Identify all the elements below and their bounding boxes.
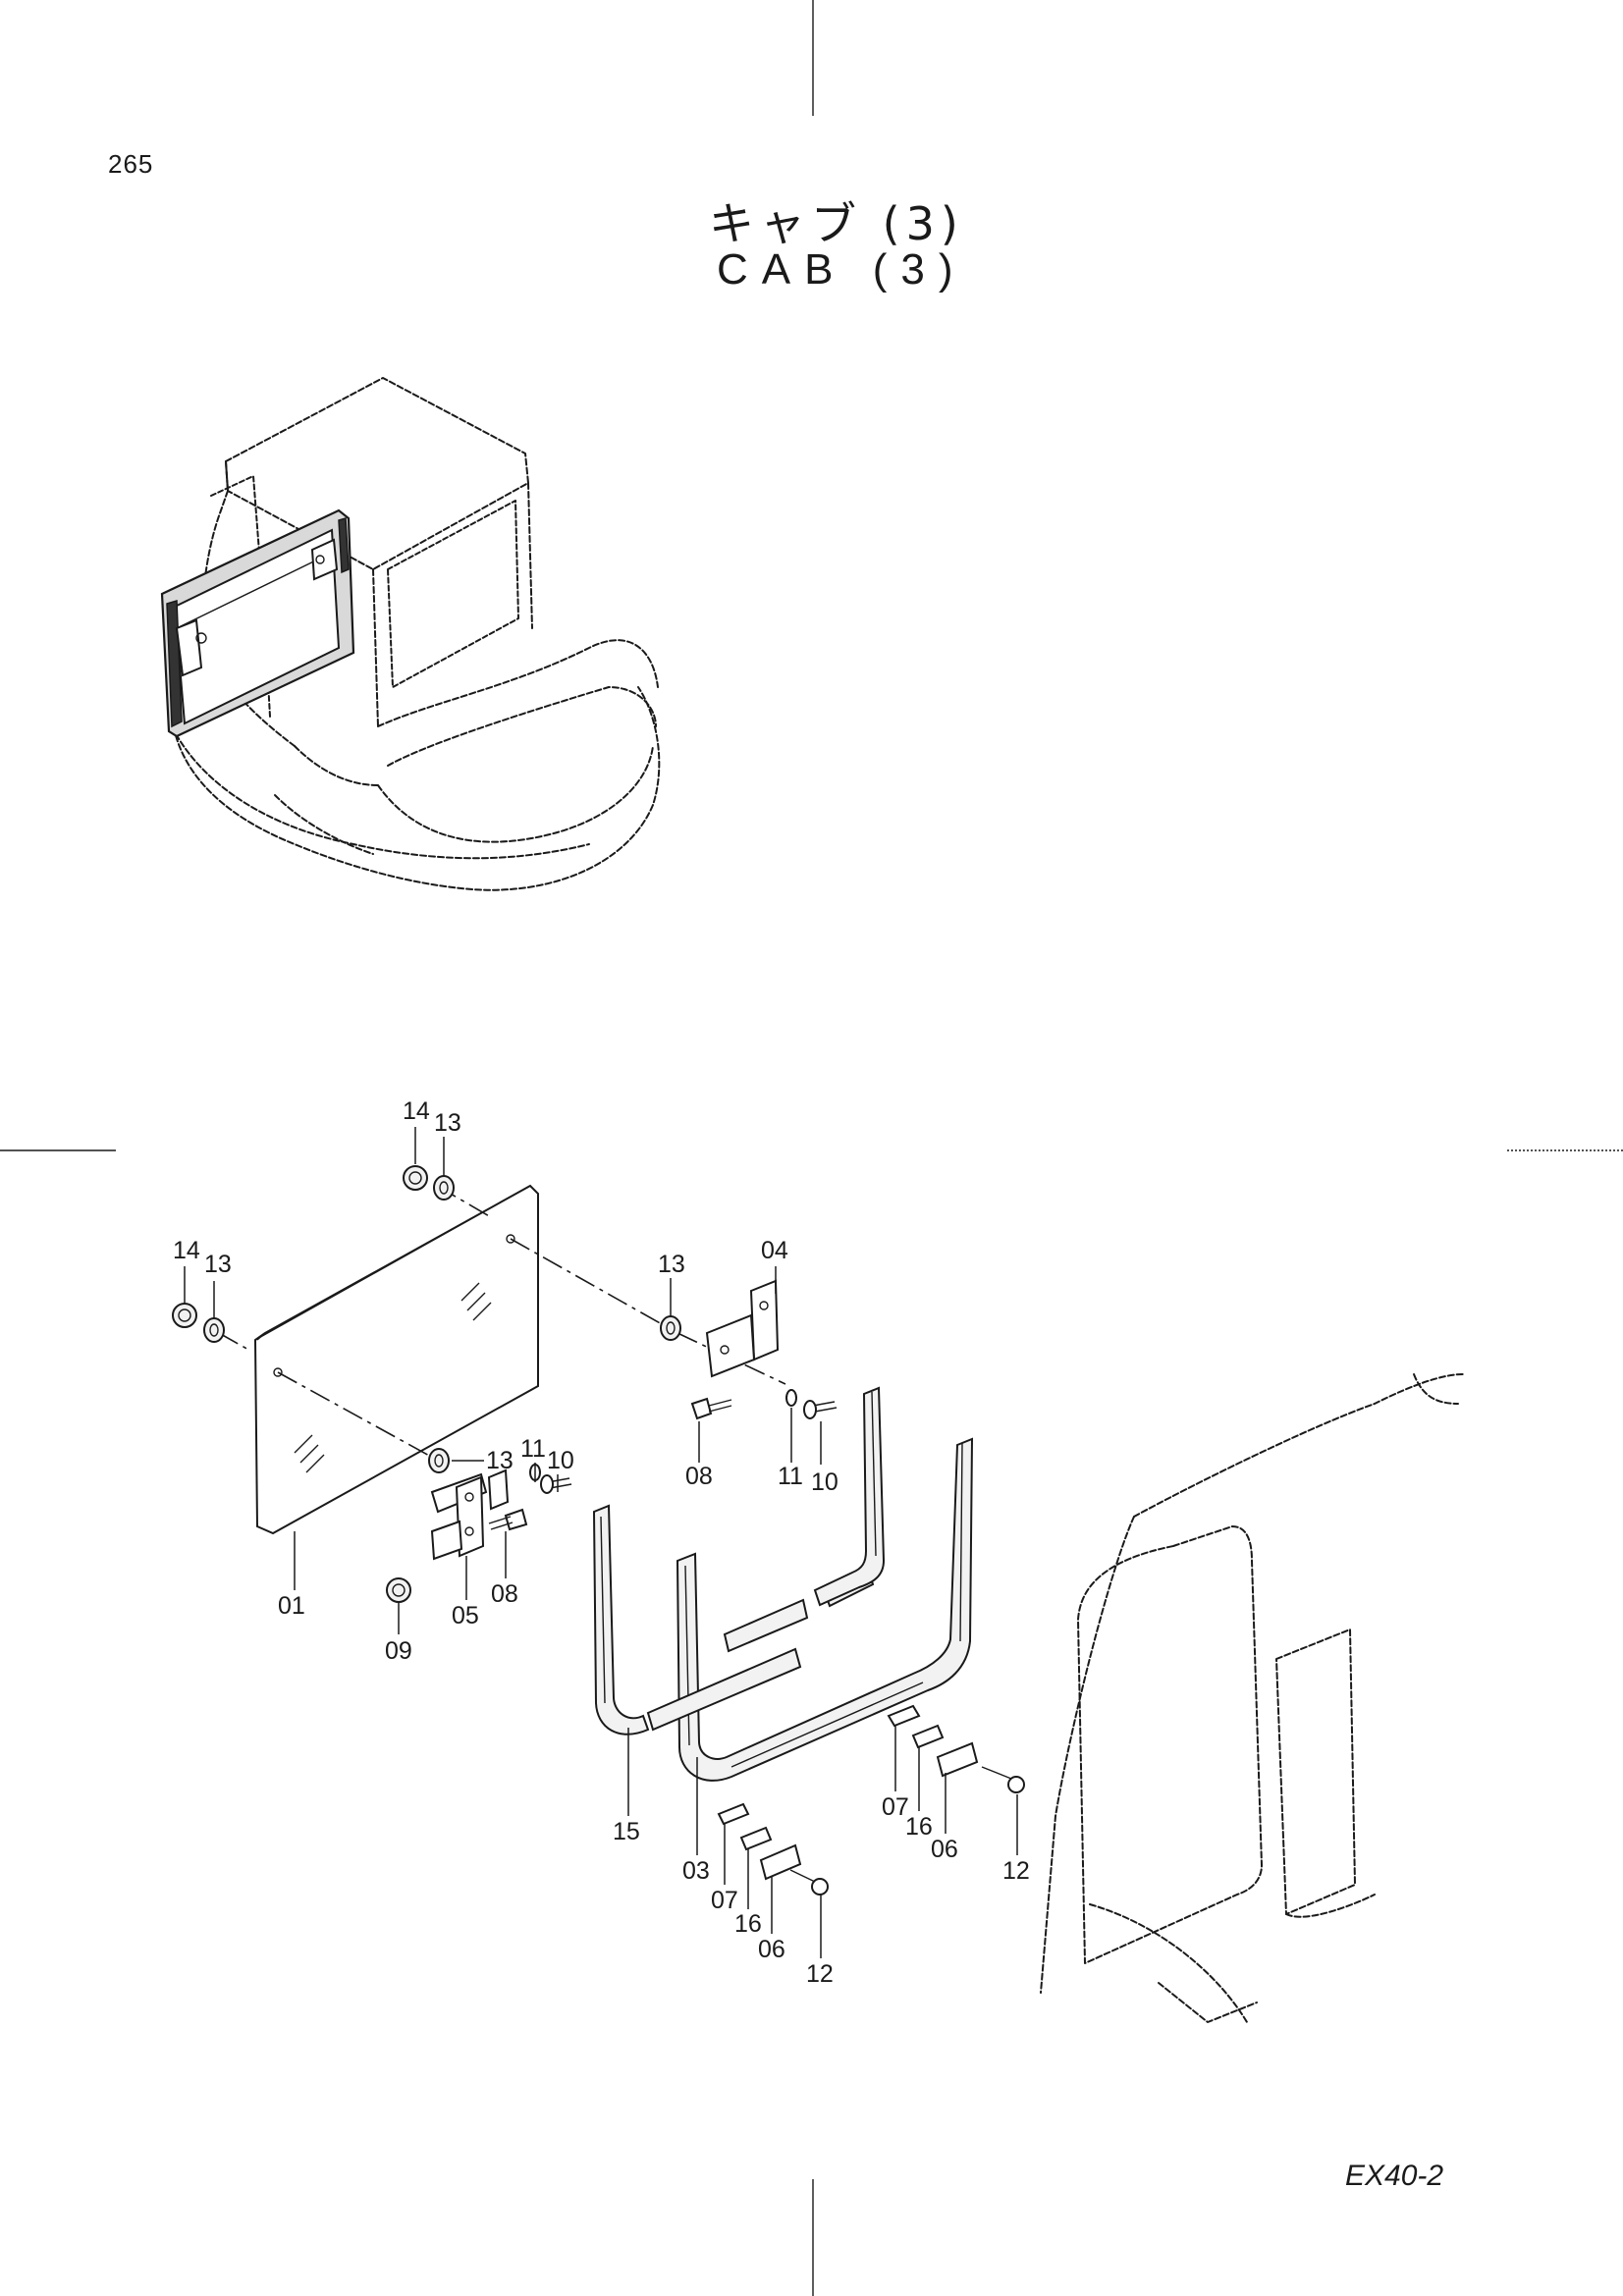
callout-06: 06 xyxy=(758,1936,785,1963)
callout-11: 11 xyxy=(520,1435,546,1463)
page-number: 265 xyxy=(108,149,154,179)
callout-16: 16 xyxy=(905,1813,933,1841)
callout-07: 07 xyxy=(882,1793,909,1821)
machine-overview-illustration xyxy=(160,377,661,891)
callout-05: 05 xyxy=(452,1602,479,1629)
callout-07: 07 xyxy=(711,1887,738,1914)
callout-12: 12 xyxy=(1002,1857,1030,1885)
callout-10: 10 xyxy=(811,1468,839,1496)
callout-14: 14 xyxy=(173,1237,200,1264)
weatherstrips xyxy=(592,1386,974,1782)
callout-06: 06 xyxy=(931,1836,958,1863)
callout-03: 03 xyxy=(682,1857,710,1885)
callout-08: 08 xyxy=(685,1463,713,1490)
clips xyxy=(717,1704,1025,1896)
fasteners xyxy=(172,1165,838,1603)
callout-01: 01 xyxy=(278,1592,305,1620)
callout-14: 14 xyxy=(403,1097,430,1125)
callout-13: 13 xyxy=(486,1447,514,1474)
title-japanese: キャブ (3) xyxy=(709,197,964,250)
bracket-04 xyxy=(705,1279,780,1378)
callout-13: 13 xyxy=(658,1251,685,1278)
callout-16: 16 xyxy=(734,1910,762,1938)
callout-11: 11 xyxy=(778,1463,803,1490)
callout-13: 13 xyxy=(204,1251,232,1278)
callout-08: 08 xyxy=(491,1580,518,1608)
model-code: EX40-2 xyxy=(1345,2160,1444,2192)
bracket-05 xyxy=(430,1468,510,1561)
cab-frame-illustration xyxy=(1040,1373,1464,2023)
callout-labels: 14 13 14 13 13 04 08 11 10 13 11 10 01 0… xyxy=(173,1097,1030,1988)
callout-09: 09 xyxy=(385,1637,412,1665)
glass-panel-01 xyxy=(253,1184,539,1535)
callout-04: 04 xyxy=(761,1237,788,1264)
title-english: CAB (3) xyxy=(717,245,967,294)
callout-12: 12 xyxy=(806,1960,834,1988)
callout-10: 10 xyxy=(547,1447,574,1474)
callout-13: 13 xyxy=(434,1109,461,1137)
callout-leaders xyxy=(184,1127,1018,1958)
callout-15: 15 xyxy=(613,1818,640,1845)
